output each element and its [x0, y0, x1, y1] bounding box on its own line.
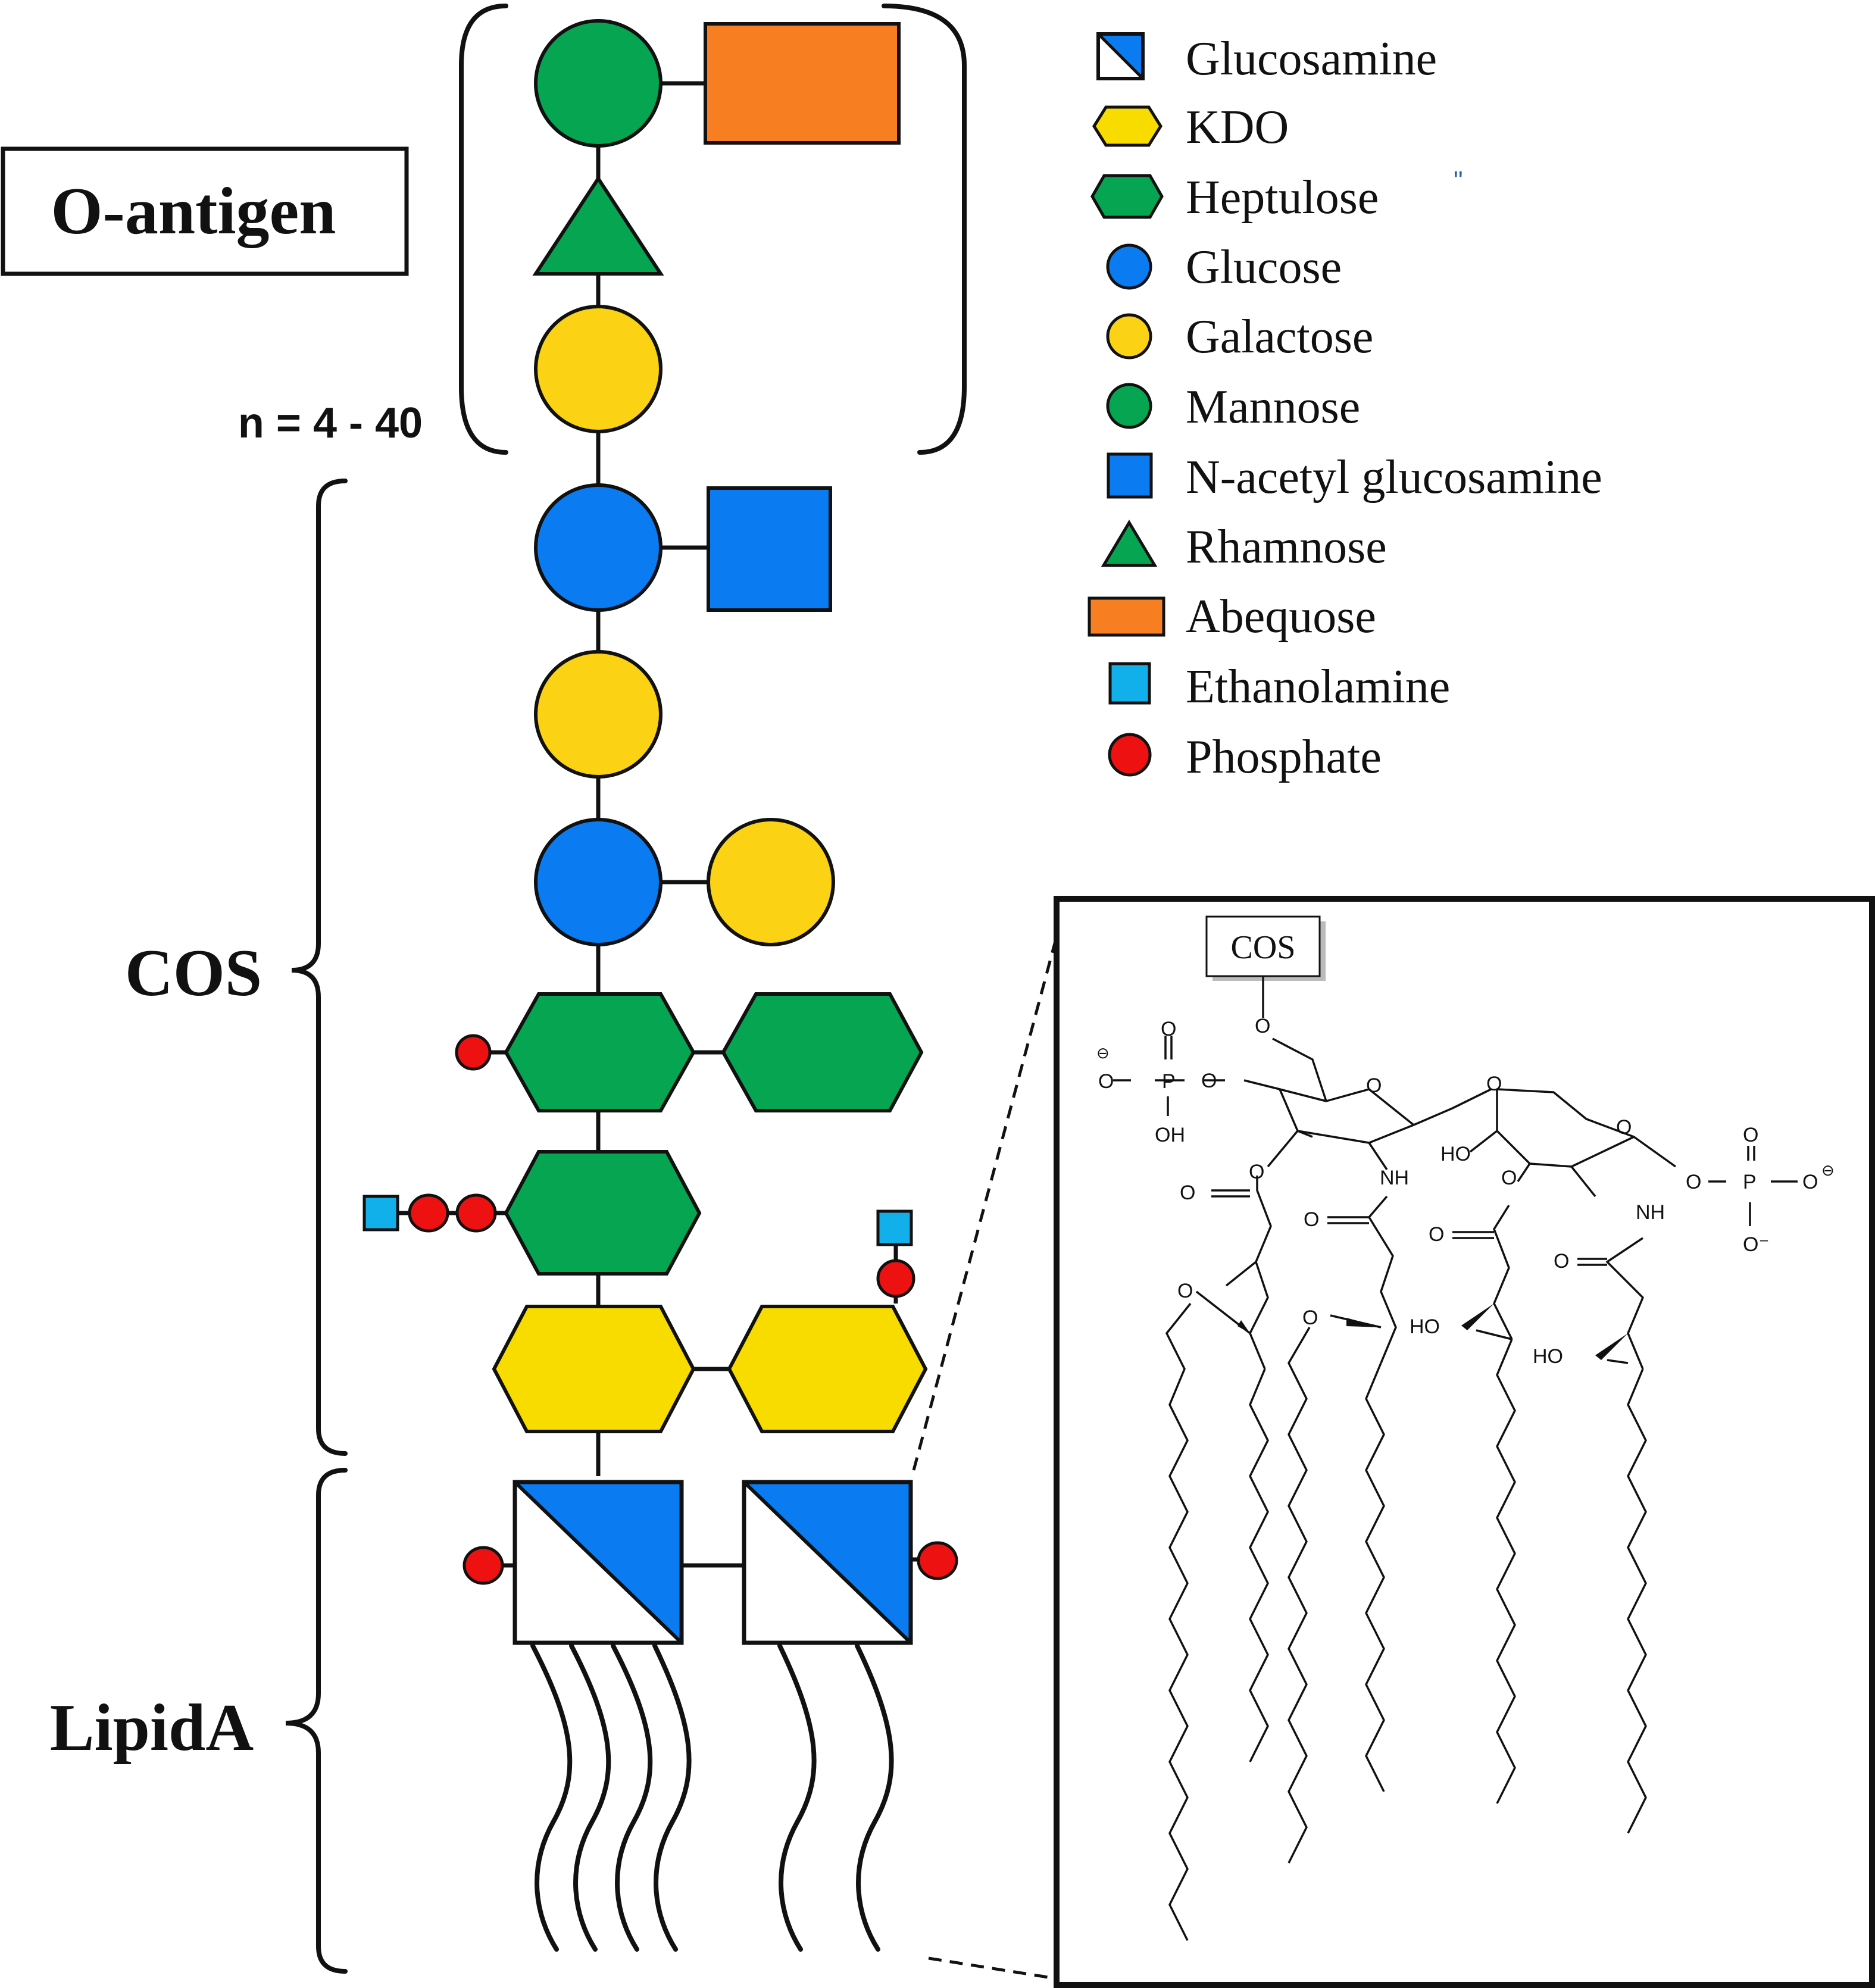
svg-text:P: P: [1162, 1070, 1176, 1093]
cos-brace: [291, 479, 348, 1456]
repeat-bracket-right: [882, 4, 967, 455]
svg-text:O: O: [1302, 1306, 1318, 1329]
phosphate-lipid-a-2: [917, 1541, 958, 1580]
lipid-a-fatty-acid-tails: [530, 1643, 894, 1952]
legend-phosphate-icon: [1108, 733, 1152, 777]
abequose-residue: [704, 22, 901, 145]
svg-text:NH: NH: [1380, 1167, 1409, 1189]
legend-mark: ": [1454, 166, 1463, 195]
ethanolamine-kdo-2: [876, 1209, 913, 1246]
svg-text:O: O: [1098, 1070, 1114, 1093]
zoom-lines: [912, 925, 1061, 1981]
lipid-a-label: LipidA: [50, 1691, 254, 1765]
legend-label-mannose: Mannose: [1186, 381, 1360, 433]
legend-label-heptulose: Heptulose: [1186, 171, 1379, 224]
svg-text:⊖: ⊖: [1821, 1161, 1835, 1179]
svg-text:O: O: [1180, 1181, 1195, 1204]
svg-text:O: O: [1366, 1074, 1382, 1097]
legend-abequose-icon: [1088, 596, 1165, 637]
svg-text:O: O: [1304, 1208, 1319, 1231]
svg-text:HO: HO: [1440, 1143, 1471, 1165]
svg-text:O: O: [1501, 1167, 1517, 1189]
svg-text:⊖: ⊖: [1096, 1044, 1110, 1062]
svg-text:O⁻: O⁻: [1743, 1233, 1769, 1256]
legend-n-acetyl-glucosamine-icon: [1107, 452, 1153, 499]
brackets: [285, 4, 967, 1974]
phosphate-heptulose-1: [455, 1034, 492, 1071]
o-antigen-label-box: O-antigen: [1, 146, 409, 276]
glucosamine-residue-2: [742, 1480, 913, 1645]
svg-text:O: O: [1161, 1018, 1176, 1040]
heptulose-residue-3: [504, 1150, 702, 1276]
legend-glucose-icon: [1106, 243, 1152, 290]
svg-text:P: P: [1743, 1171, 1757, 1193]
ethanolamine-heptulose-3: [362, 1195, 399, 1231]
phosphate-kdo-2: [876, 1259, 915, 1298]
svg-text:O: O: [1177, 1280, 1193, 1302]
legend-label-galactose: Galactose: [1186, 311, 1373, 363]
svg-text:O: O: [1743, 1124, 1758, 1146]
repeat-count-label: n = 4 - 40: [238, 399, 423, 447]
legend-label-rhamnose: Rhamnose: [1186, 521, 1387, 573]
galactose-residue-2: [707, 818, 835, 946]
legend-ethanolamine-icon: [1108, 662, 1151, 705]
svg-text:O: O: [1554, 1250, 1569, 1273]
cos-label: COS: [125, 936, 262, 1010]
legend-label-glucosamine: Glucosamine: [1186, 33, 1437, 85]
n-acetyl-glucosamine-residue: [707, 486, 832, 612]
phosphate-heptulose-3-a: [408, 1193, 449, 1233]
heptulose-residue-2: [721, 992, 924, 1112]
legend-label-n-acetyl-glucosamine: N-acetyl glucosamine: [1186, 451, 1602, 504]
svg-text:O: O: [1429, 1223, 1444, 1246]
legend-label-abequose: Abequose: [1186, 590, 1376, 643]
svg-text:OH: OH: [1155, 1124, 1185, 1146]
lipid-a-chemical-structure: COS: [1054, 896, 1875, 1988]
lipid-a-brace: [285, 1468, 348, 1974]
legend: Glucosamine KDO Heptulose " Glucose Gala…: [1088, 32, 1602, 783]
svg-text:O: O: [1255, 1015, 1270, 1037]
o-antigen-label: O-antigen: [51, 174, 336, 248]
svg-text:O: O: [1201, 1070, 1217, 1092]
legend-label-ethanolamine: Ethanolamine: [1186, 661, 1450, 713]
legend-kdo-icon: [1092, 105, 1162, 147]
legend-label-kdo: KDO: [1186, 101, 1289, 154]
kdo-residue-2: [727, 1305, 928, 1433]
legend-galactose-icon: [1106, 313, 1152, 360]
glucosamine-residue-1: [512, 1480, 684, 1645]
structure-frame: [1054, 896, 1875, 1988]
structure-cos-label: COS: [1231, 929, 1296, 966]
repeat-bracket-left: [459, 4, 508, 455]
phosphate-lipid-a-1: [462, 1546, 504, 1585]
galactose-residue-repeat: [534, 305, 662, 433]
svg-text:O: O: [1802, 1171, 1818, 1193]
legend-heptulose-icon: [1090, 174, 1164, 219]
legend-rhamnose-icon: [1101, 520, 1158, 567]
mannose-residue: [534, 19, 662, 148]
svg-text:NH: NH: [1636, 1201, 1665, 1224]
legend-mannose-icon: [1106, 383, 1152, 429]
galactose-residue-1: [534, 650, 662, 779]
heptulose-residue-1: [504, 992, 696, 1112]
svg-text:HO: HO: [1410, 1315, 1440, 1338]
glucose-residue-1: [534, 483, 662, 612]
glucose-residue-2: [534, 818, 662, 946]
svg-text:O: O: [1616, 1116, 1632, 1139]
legend-glucosamine-icon: [1096, 32, 1145, 80]
legend-label-glucose: Glucose: [1186, 241, 1342, 293]
rhamnose-residue: [532, 175, 664, 276]
phosphate-heptulose-3-b: [455, 1193, 497, 1233]
legend-label-phosphate: Phosphate: [1186, 731, 1382, 783]
svg-text:O: O: [1686, 1171, 1701, 1193]
svg-text:O: O: [1486, 1073, 1502, 1095]
svg-text:O: O: [1249, 1161, 1264, 1183]
kdo-residue-1: [492, 1305, 696, 1433]
svg-text:HO: HO: [1533, 1345, 1563, 1368]
